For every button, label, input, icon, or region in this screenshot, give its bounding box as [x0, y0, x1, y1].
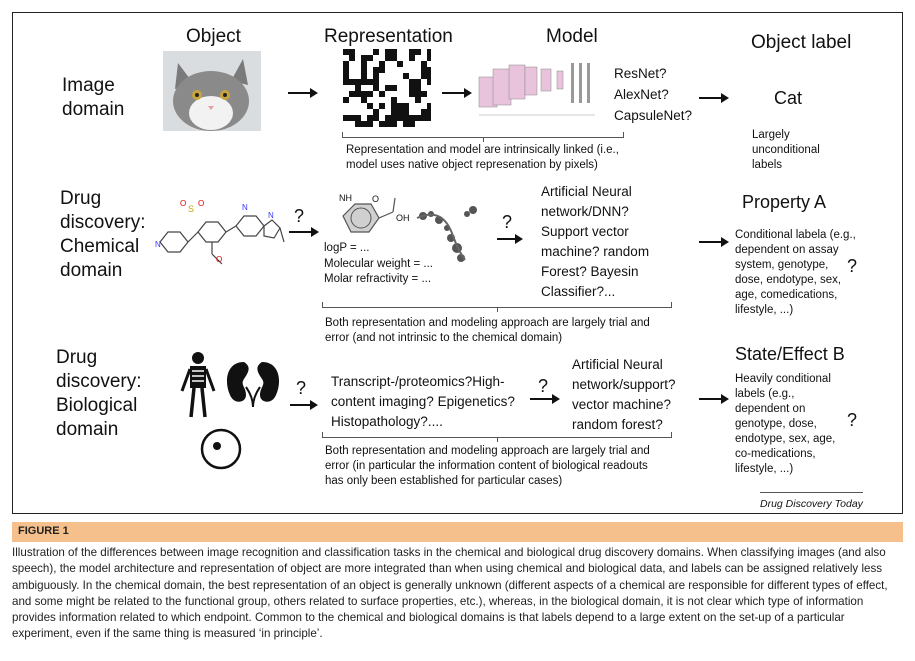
question-mark: ? — [847, 410, 857, 431]
biological-label: State/Effect B — [735, 344, 845, 365]
chemical-note: Both representation and modeling approac… — [325, 316, 650, 346]
pixel-grid-icon — [343, 49, 431, 127]
mol-label-oh: OH — [396, 211, 410, 226]
header-object-label: Object label — [751, 32, 851, 54]
svg-text:N: N — [268, 211, 274, 220]
image-note: Representation and model are intrinsical… — [346, 143, 619, 173]
brace — [322, 302, 672, 308]
brace — [342, 132, 624, 138]
mol-label-o: O — [372, 192, 379, 207]
kidneys-icon — [224, 357, 282, 407]
question-mark: ? — [847, 256, 857, 277]
image-models: ResNet?AlexNet?CapsuleNet? — [614, 63, 692, 126]
question-mark: ? — [502, 212, 512, 233]
image-label: Cat — [774, 88, 802, 109]
svg-text:O: O — [198, 199, 204, 208]
mol-label-nh: NH — [339, 191, 352, 206]
cat-photo — [163, 51, 261, 131]
arrow — [699, 97, 727, 99]
header-model: Model — [546, 26, 598, 48]
chemical-label: Property A — [742, 192, 826, 213]
question-mark: ? — [296, 378, 306, 399]
arrow — [442, 92, 470, 94]
arrow — [699, 398, 727, 400]
figure-label: FIGURE 1 — [18, 525, 69, 537]
svg-text:O: O — [180, 199, 186, 208]
svg-text:N: N — [155, 240, 161, 249]
cell-icon — [199, 427, 243, 471]
cnn-architecture-icon — [475, 55, 607, 123]
svg-text:S: S — [188, 204, 194, 214]
svg-text:N: N — [242, 203, 248, 212]
skeleton-icon — [178, 351, 218, 419]
chemical-structure-icon: S O O N N N O — [150, 192, 285, 274]
svg-text:O: O — [216, 255, 222, 264]
arrow — [530, 398, 558, 400]
question-mark: ? — [294, 206, 304, 227]
figure-label-bar: FIGURE 1 — [12, 522, 903, 542]
figure-caption: Illustration of the differences between … — [12, 545, 905, 643]
journal-source: Drug Discovery Today — [760, 492, 863, 512]
arrow — [699, 241, 727, 243]
brace — [322, 432, 672, 438]
biological-note: Both representation and modeling approac… — [325, 444, 650, 489]
biological-representation: Transcript-/proteomics?High-content imag… — [331, 372, 515, 432]
chemical-descriptors: logP = ...Molecular weight = ...Molar re… — [324, 241, 433, 288]
arrow — [290, 404, 316, 406]
question-mark: ? — [538, 376, 548, 397]
header-object: Object — [186, 26, 241, 48]
arrow — [497, 238, 521, 240]
arrow — [288, 92, 316, 94]
header-representation: Representation — [324, 26, 453, 48]
arrow — [289, 231, 317, 233]
chemical-label-note: Conditional labela (e.g.,dependent on as… — [735, 228, 856, 318]
